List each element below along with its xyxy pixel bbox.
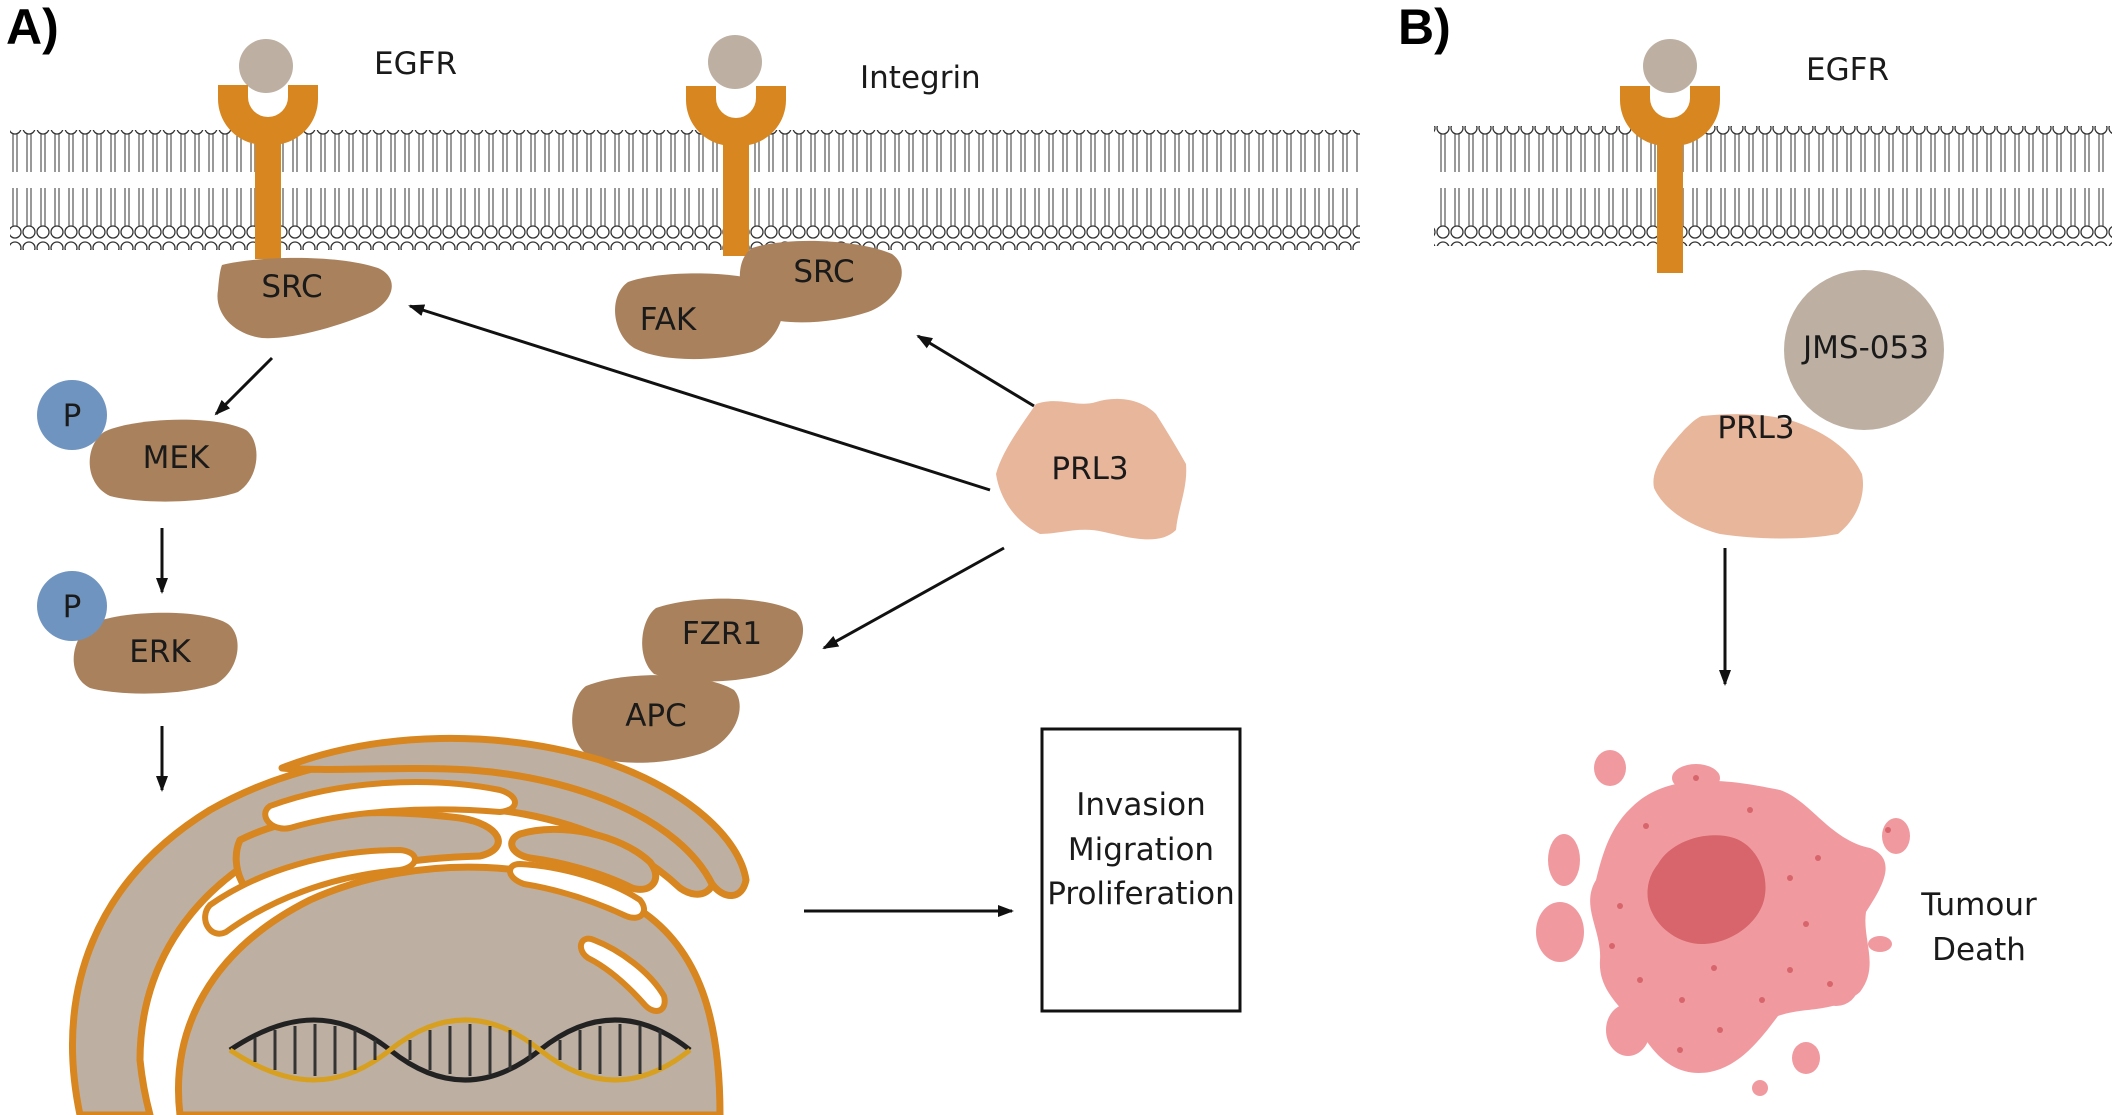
panel-a-label: A) <box>6 0 59 55</box>
tumour-icon <box>1536 750 1910 1096</box>
jms-053-label: JMS-053 <box>1801 330 1929 366</box>
phosphate-mek-label: P <box>63 398 82 434</box>
phosphate-mek-icon <box>37 380 107 450</box>
arrow-prl3-to-fzr1 <box>822 546 1005 650</box>
dna-helix-icon <box>228 1017 692 1083</box>
outcome-proliferation: Proliferation <box>1047 876 1235 912</box>
src-left-protein <box>217 257 392 339</box>
src-left-label: SRC <box>261 269 322 305</box>
prl3-label: PRL3 <box>1051 451 1128 487</box>
egfr-receptor-b <box>1620 39 1720 273</box>
integrin-label: Integrin <box>860 60 981 96</box>
fzr1-label: FZR1 <box>682 616 762 652</box>
integrin-receptor <box>686 35 786 256</box>
outcome-b-tumour: Tumour <box>1920 887 2037 923</box>
phosphate-erk-icon <box>37 571 107 641</box>
apc-label: APC <box>625 698 687 734</box>
fak-protein <box>615 273 784 360</box>
cell-membrane <box>10 130 1360 250</box>
arrow-src-to-mek <box>214 356 274 416</box>
jms-053-inhibitor <box>1784 270 1944 430</box>
outcome-b-death: Death <box>1932 932 2026 968</box>
mek-protein <box>89 419 257 502</box>
egfr-b-label: EGFR <box>1806 52 1889 88</box>
outcome-box <box>1040 727 1242 1013</box>
fzr1-protein <box>642 598 804 682</box>
mek-label: MEK <box>143 440 210 476</box>
erk-label: ERK <box>129 634 191 670</box>
outcome-invasion: Invasion <box>1076 787 1206 823</box>
erk-protein <box>73 612 238 694</box>
fak-label: FAK <box>640 302 697 338</box>
arrow-prl3-to-src-right <box>916 334 1035 408</box>
golgi-cisternae <box>202 779 668 1014</box>
outcome-migration: Migration <box>1068 832 1214 868</box>
cell-membrane-b <box>1434 126 2112 246</box>
prl3-b-label: PRL3 <box>1717 410 1794 446</box>
panel-b-label: B) <box>1398 0 1451 55</box>
phosphate-erk-label: P <box>63 589 82 625</box>
prl3-b-protein <box>1653 414 1863 539</box>
apc-protein <box>572 675 740 763</box>
src-right-protein <box>739 240 902 323</box>
src-right-label: SRC <box>793 254 854 290</box>
egfr-label: EGFR <box>374 46 457 82</box>
prl3-protein <box>996 398 1187 540</box>
arrow-prl3-to-src-left <box>408 304 991 492</box>
egfr-receptor <box>218 39 318 259</box>
